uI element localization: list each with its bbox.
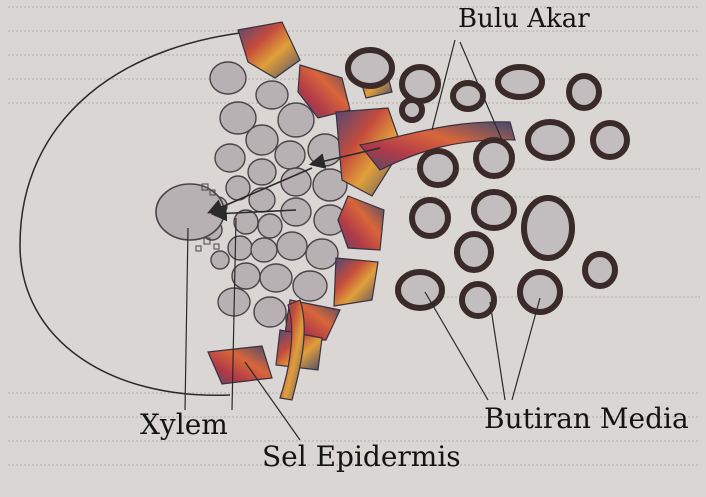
label-root-hair: Bulu Akar [458,4,590,34]
label-xylem: Xylem [140,408,228,441]
label-epidermis: Sel Epidermis [262,440,461,473]
label-media-particles: Butiran Media [484,402,689,435]
xylem-vessel [156,184,224,240]
